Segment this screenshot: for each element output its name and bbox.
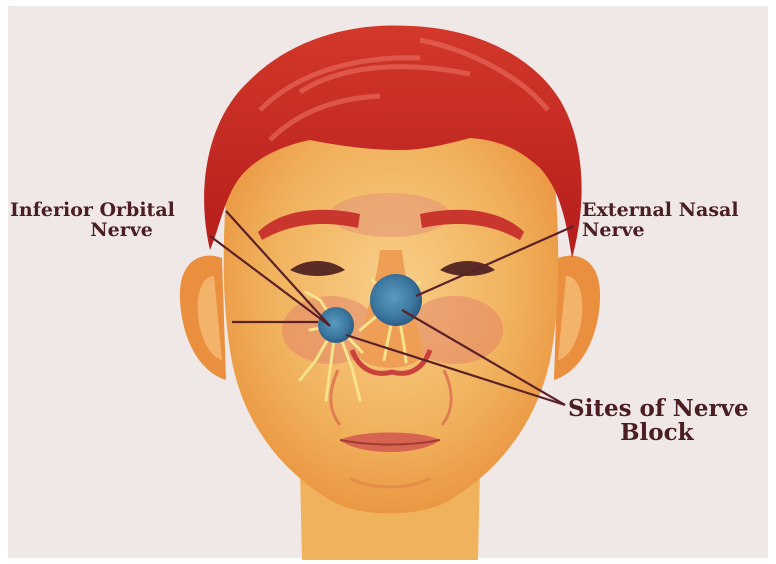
label-external-nasal-line2: Nerve [582,221,739,241]
label-sites-line1: Sites of Nerve [568,397,749,421]
label-inferior-orbital-line1: Inferior Orbital [10,201,175,221]
block-site-infraorbital [318,307,354,343]
label-inferior-orbital-line2: Nerve [10,221,175,241]
label-sites-line2: Block [568,421,749,445]
label-sites-of-nerve-block: Sites of Nerve Block [568,397,749,445]
label-external-nasal-nerve: External Nasal Nerve [582,201,739,241]
label-external-nasal-line1: External Nasal [582,201,739,221]
label-inferior-orbital-nerve: Inferior Orbital Nerve [10,201,175,241]
